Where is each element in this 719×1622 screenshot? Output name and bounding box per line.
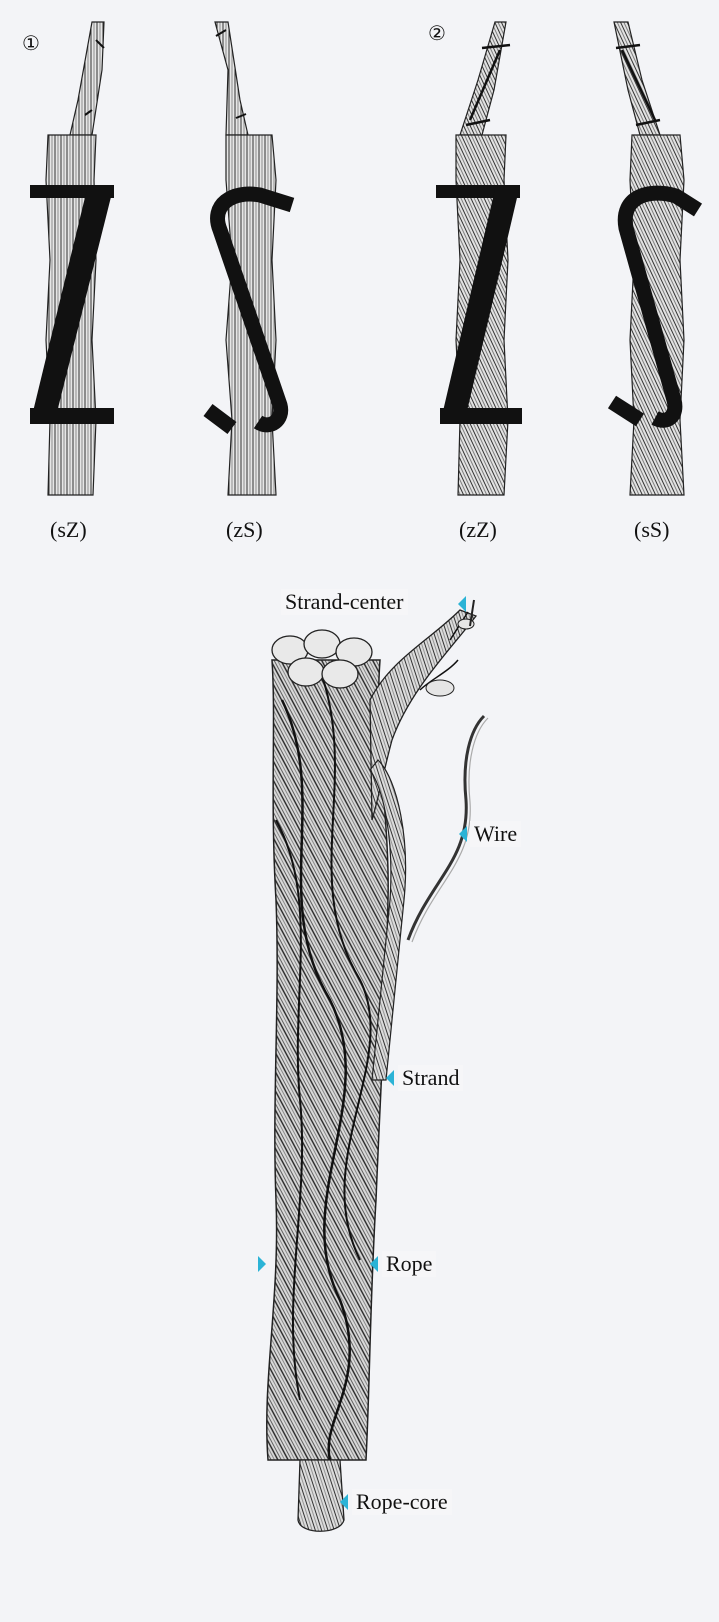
rope-sample-sS (612, 22, 698, 495)
rope-sample-zS (208, 22, 292, 495)
callout-strand-center: Strand-center (281, 589, 408, 615)
section-marker-1: ① (22, 34, 40, 54)
callout-rope: Rope (382, 1251, 436, 1277)
rope-sample-zZ (436, 22, 522, 495)
marker-rope-left-icon (258, 1256, 266, 1272)
lay-label-zZ: (zZ) (459, 517, 497, 543)
callout-wire: Wire (470, 821, 521, 847)
lay-label-sZ: (sZ) (50, 517, 87, 543)
callout-strand: Strand (398, 1065, 463, 1091)
section-marker-2: ② (428, 24, 446, 44)
lay-label-sS: (sS) (634, 517, 669, 543)
callout-rope-core: Rope-core (352, 1489, 452, 1515)
rope-sample-sZ (30, 22, 114, 495)
lay-label-zS: (zS) (226, 517, 263, 543)
marker-strand-center-icon (458, 596, 466, 612)
